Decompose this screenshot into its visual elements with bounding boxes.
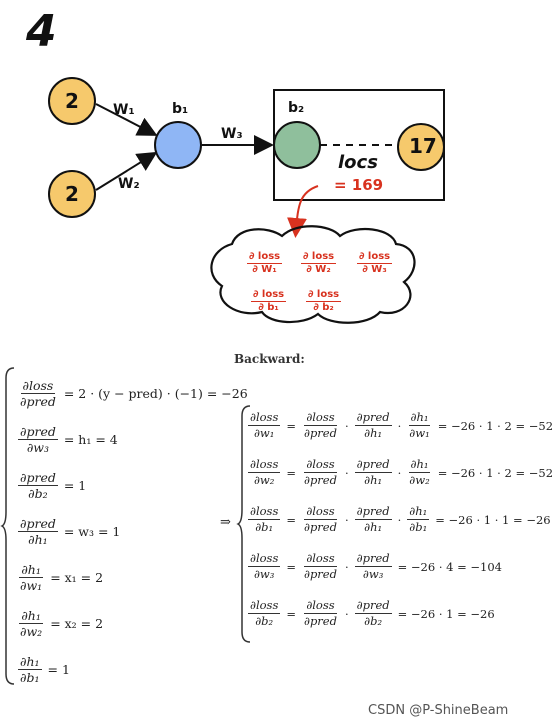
w2-label: W₂ xyxy=(118,176,140,192)
eq-chain-b2: ∂loss∂b₂ = ∂loss∂pred · ∂pred∂b₂ = −26 ·… xyxy=(248,598,495,628)
cloud-grad-w3: ∂ loss∂ W₃ xyxy=(357,251,393,275)
hidden-node-b1 xyxy=(154,121,202,169)
left-brace xyxy=(0,367,15,685)
loss-label: locs xyxy=(338,152,378,173)
edge-w1 xyxy=(95,103,158,136)
input-node-2 xyxy=(48,170,96,218)
w1-label: W₁ xyxy=(113,102,135,118)
w3-label: W₃ xyxy=(221,126,243,142)
loss-value: = 169 xyxy=(334,176,384,194)
step-number: 4 xyxy=(26,6,57,57)
right-equations: ∂loss∂w₁ = ∂loss∂pred · ∂pred∂h₁ · ∂h₁∂w… xyxy=(246,402,553,637)
cloud-grad-b2: ∂ loss∂ b₂ xyxy=(306,289,342,313)
implies-arrow: ⇒ xyxy=(220,515,231,530)
output-node-b2 xyxy=(273,121,321,169)
cloud-grad-w1: ∂ loss∂ W₁ xyxy=(247,251,283,275)
b2-label: b₂ xyxy=(288,100,305,116)
gradient-cloud xyxy=(210,225,416,324)
cloud-grad-w2: ∂ loss∂ W₂ xyxy=(301,251,337,275)
eq-dh1-dw1: ∂h₁∂w₁ = x₁ = 2 xyxy=(19,561,104,593)
eq-dloss-dpred: ∂loss∂pred = 2 · (y − pred) · (−1) = −26 xyxy=(20,377,248,409)
eq-chain-w3: ∂loss∂w₃ = ∂loss∂pred · ∂pred∂w₃ = −26 ·… xyxy=(248,551,503,581)
target-node xyxy=(397,123,445,171)
cloud-grad-b1: ∂ loss∂ b₁ xyxy=(251,289,287,313)
network-diagram xyxy=(48,77,445,324)
b1-label: b₁ xyxy=(172,101,189,117)
input2-value: 2 xyxy=(65,182,79,206)
edge-w2 xyxy=(95,151,158,191)
eq-dpred-dw3: ∂pred∂w₃ = h₁ = 4 xyxy=(18,423,118,455)
loss-to-gradients-arrow xyxy=(286,185,319,238)
eq-chain-w2: ∂loss∂w₂ = ∂loss∂pred · ∂pred∂h₁ · ∂h₁∂w… xyxy=(248,457,553,487)
eq-dh1-dw2: ∂h₁∂w₂ = x₂ = 2 xyxy=(19,607,104,639)
eq-dpred-dh1: ∂pred∂h₁ = w₃ = 1 xyxy=(18,515,121,547)
eq-chain-b1: ∂loss∂b₁ = ∂loss∂pred · ∂pred∂h₁ · ∂h₁∂b… xyxy=(248,504,551,534)
target-value: 17 xyxy=(409,134,437,158)
watermark: CSDN @P-ShineBeam xyxy=(368,703,509,718)
input-node-1 xyxy=(48,77,96,125)
eq-chain-w1: ∂loss∂w₁ = ∂loss∂pred · ∂pred∂h₁ · ∂h₁∂w… xyxy=(248,410,553,440)
left-equations: ∂loss∂pred = 2 · (y − pred) · (−1) = −26… xyxy=(16,370,248,692)
eq-dh1-db1: ∂h₁∂b₁ = 1 xyxy=(18,653,70,685)
input1-value: 2 xyxy=(65,89,79,113)
right-brace xyxy=(236,405,251,643)
eq-dpred-db2: ∂pred∂b₂ = 1 xyxy=(18,469,87,501)
backward-heading: Backward: xyxy=(234,352,305,366)
